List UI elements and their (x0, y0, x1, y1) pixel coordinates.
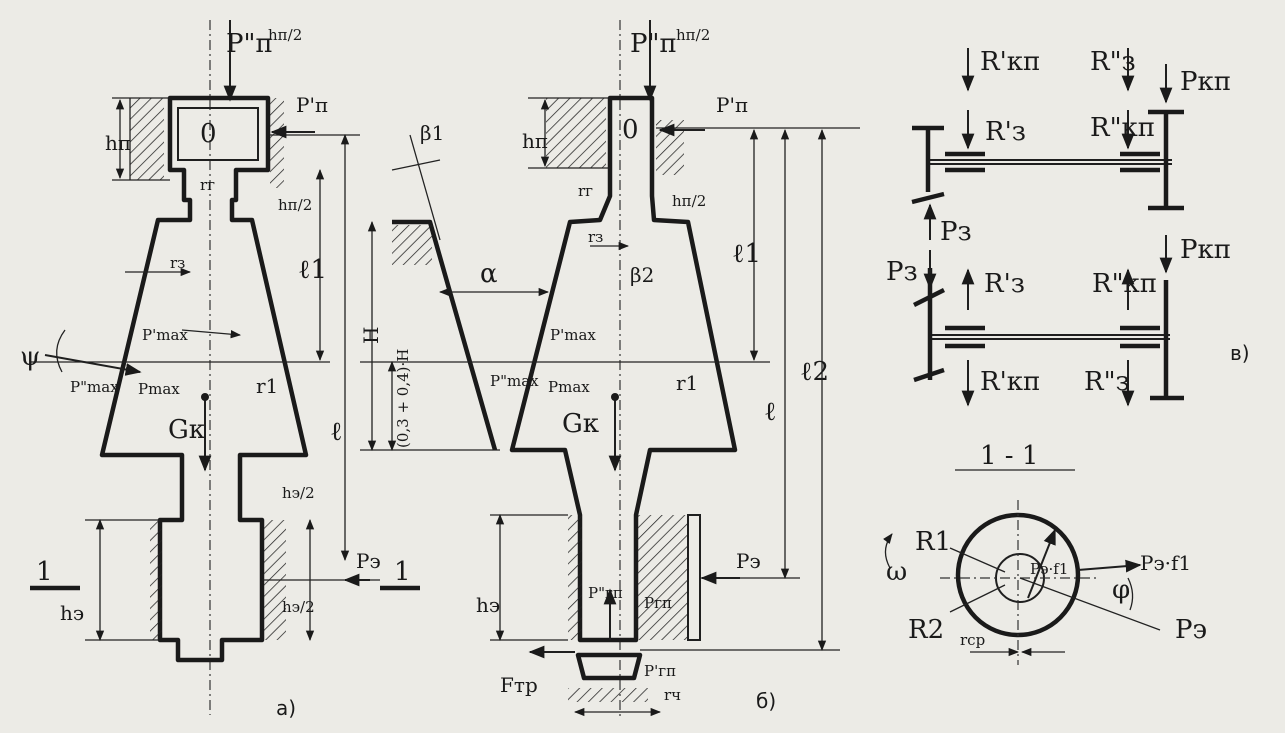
heel-plate (575, 652, 643, 681)
b-r-g: rг (578, 182, 593, 200)
a-h-p: hп (105, 131, 131, 155)
a-h-e: hэ (60, 601, 84, 625)
bottom-left-hatch (150, 520, 162, 640)
s-omega: ω (886, 557, 907, 587)
a-psi: ψ (20, 342, 40, 372)
wedge-line (392, 219, 498, 451)
section-title: 1 - 1 (980, 441, 1038, 471)
a-r-z: rз (170, 254, 185, 272)
spindle-b-outline (509, 95, 738, 643)
c-r-kp-1b: R'кп (980, 367, 1040, 397)
s-r-sr: rср (960, 631, 985, 649)
b-p-max-2: P"max (490, 372, 539, 390)
s-p-e-f1-2: Pэ·f1 (1140, 551, 1191, 575)
b-f-tr: Fтр (500, 673, 538, 697)
panel-mid-labels: β1 α H (0,3 + 0,4)·H (359, 121, 498, 448)
a-g-k: Gк (168, 415, 205, 445)
spindle-body-outline (99, 95, 309, 663)
a-h-e-half-2: hэ/2 (282, 598, 315, 616)
m-beta1: β1 (420, 121, 444, 145)
m-h: H (359, 327, 383, 344)
b-o: 0 (622, 115, 639, 145)
a-p-max-2: P"max (70, 378, 119, 396)
b-p-gp-2: P"гп (588, 584, 623, 602)
panel-mid (360, 134, 550, 452)
panel-a-caption: а) (276, 696, 296, 720)
panel-a (30, 20, 420, 715)
a-p-max: Pmax (138, 380, 180, 398)
a-h-p-half: hп/2 (268, 26, 302, 44)
a-l1: ℓ1 (298, 255, 327, 285)
s-r2: R2 (908, 615, 944, 645)
b-r-z: rз (588, 228, 603, 246)
b-p-gp: Pгп (644, 594, 672, 612)
a-sec-1: 1 (36, 557, 53, 587)
b-beta2: β2 (630, 263, 654, 287)
b-h-e: hэ (476, 593, 500, 617)
panel-b (470, 20, 860, 720)
panel-b-caption: б) (756, 689, 776, 713)
c-r-kp-2b: R"кп (1092, 269, 1157, 299)
b-p-gp-1: P'гп (644, 662, 676, 680)
b-p-e: Pэ (736, 549, 761, 573)
a-l: ℓ (330, 417, 342, 447)
c-p-kp: Pкп (1180, 67, 1231, 97)
top-cap-inner (177, 107, 259, 161)
c-r-kp-2: R"кп (1090, 113, 1155, 143)
a-r-g: rг (200, 176, 215, 194)
c-p-z-2: Pз (886, 257, 918, 287)
b-r-ch: rч (664, 686, 681, 704)
b-h-p-half: hп/2 (676, 26, 710, 44)
a-p-max-1: P'max (142, 326, 188, 344)
b-l2: ℓ2 (800, 357, 829, 387)
c-r-z-1b: R'з (984, 269, 1025, 299)
b-l1: ℓ1 (732, 239, 761, 269)
a-o: 0 (200, 119, 217, 149)
panel-b-labels: P"п P'п 0 hп hп/2 hп/2 rг rз β2 ℓ1 ℓ ℓ2 … (476, 26, 829, 713)
b-p-n-2: P"п (630, 29, 677, 59)
section-1-1 (883, 469, 1161, 665)
a-h-p-half-2: hп/2 (278, 196, 312, 214)
b-g-k: Gк (562, 409, 599, 439)
c-r-kp-1: R'кп (980, 47, 1040, 77)
b-p-n-1: P'п (716, 93, 748, 117)
m-alpha: α (480, 259, 498, 289)
panel-c (911, 48, 1184, 407)
a-h-e-half: hэ/2 (282, 484, 315, 502)
c-r-z-2: R"з (1090, 47, 1136, 77)
top-left-hatch (130, 98, 164, 180)
c-p-kp-2: Pкп (1180, 235, 1231, 265)
top-right-hatch (270, 98, 284, 188)
section-labels: 1 - 1 R1 R2 ω Pэ·f1 Pэ·f1 φ Pэ rср (886, 441, 1207, 649)
b-p-max-1: P'max (550, 326, 596, 344)
c-p-z: Pз (940, 217, 972, 247)
s-p-e-f1: Pэ·f1 (1030, 560, 1068, 578)
panel-c-labels: R'кп R"з Pкп R'з R"кп Pз Pз Pкп R'з R"кп… (886, 47, 1250, 397)
b-h-p: hп (522, 129, 548, 153)
b-h-p-half-2: hп/2 (672, 192, 706, 210)
a-p-n-2: P"п (226, 29, 273, 59)
a-p-e: Pэ (356, 549, 381, 573)
s-phi: φ (1112, 575, 1130, 605)
panel-a-labels: P"п P'п 0 hп hп/2 hп/2 rг rз ℓ1 ℓ r1 ψ P… (20, 26, 411, 720)
c-r-z-1: R'з (985, 117, 1026, 147)
b-p-max: Pmax (548, 378, 590, 396)
a-p-n-1: P'п (296, 93, 328, 117)
s-p-e: Pэ (1175, 615, 1207, 645)
panel-c-caption: в) (1230, 341, 1250, 365)
a-r1: r1 (256, 374, 278, 398)
a-sec-1b: 1 (394, 557, 411, 587)
m-frac: (0,3 + 0,4)·H (394, 349, 412, 448)
b-l: ℓ (764, 397, 776, 427)
s-r1: R1 (915, 527, 951, 557)
c-r-z-2b: R"з (1084, 367, 1130, 397)
b-r1: r1 (676, 371, 698, 395)
